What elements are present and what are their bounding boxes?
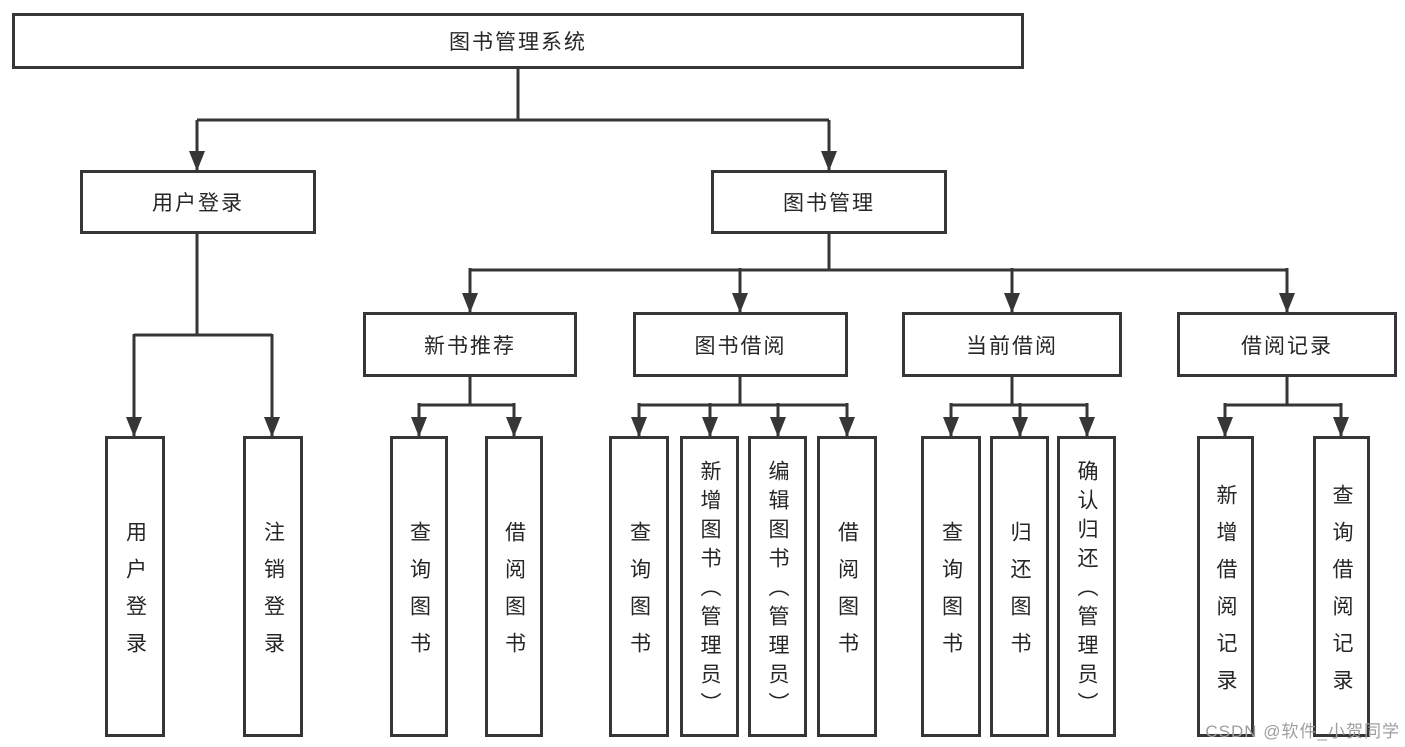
node-leaf-query-borrow-record: 查询借阅记录 <box>1313 436 1370 737</box>
node-leaf-query-books-recommend: 查询图书 <box>390 436 448 737</box>
node-leaf-borrow-books: 借阅图书 <box>817 436 877 737</box>
node-current-borrowing: 当前借阅 <box>902 312 1122 377</box>
node-label: 查询图书 <box>939 520 963 669</box>
node-label: 借阅记录 <box>1241 334 1333 358</box>
node-label: 查询图书 <box>627 520 651 669</box>
node-label: 新书推荐 <box>424 334 516 358</box>
node-label: 用户登录 <box>152 192 244 215</box>
node-label: 编辑图书（管理员） <box>766 460 789 721</box>
node-label: 借阅图书 <box>502 520 526 669</box>
node-book-management: 图书管理 <box>711 170 947 234</box>
node-library-management-system: 图书管理系统 <box>12 13 1024 69</box>
node-label: 注销登录 <box>261 520 285 669</box>
node-leaf-query-books-current: 查询图书 <box>921 436 981 737</box>
node-label: 当前借阅 <box>966 334 1058 358</box>
node-label: 图书管理 <box>783 192 875 215</box>
node-label: 图书借阅 <box>694 334 787 358</box>
node-label: 查询借阅记录 <box>1330 483 1353 706</box>
node-leaf-query-books-borrowing: 查询图书 <box>609 436 669 737</box>
node-label: 用户登录 <box>123 520 147 669</box>
node-label: 归还图书 <box>1008 520 1031 669</box>
node-label: 新增借阅记录 <box>1214 483 1237 706</box>
node-borrowing-records: 借阅记录 <box>1177 312 1397 377</box>
node-label: 借阅图书 <box>835 520 859 669</box>
node-leaf-confirm-return-admin: 确认归还（管理员） <box>1057 436 1116 737</box>
node-leaf-return-books: 归还图书 <box>990 436 1049 737</box>
node-book-borrowing: 图书借阅 <box>633 312 848 377</box>
node-leaf-add-books-admin: 新增图书（管理员） <box>680 436 739 737</box>
node-label: 确认归还（管理员） <box>1075 460 1098 721</box>
node-leaf-logout: 注销登录 <box>243 436 303 737</box>
node-user-login: 用户登录 <box>80 170 316 234</box>
node-label: 新增图书（管理员） <box>698 460 721 721</box>
node-leaf-user-login: 用户登录 <box>105 436 165 737</box>
node-leaf-add-borrow-record: 新增借阅记录 <box>1197 436 1254 737</box>
node-label: 查询图书 <box>407 520 431 669</box>
node-leaf-edit-books-admin: 编辑图书（管理员） <box>748 436 807 737</box>
node-leaf-borrow-books-recommend: 借阅图书 <box>485 436 543 737</box>
csdn-watermark: CSDN @软件_小贺同学 <box>1205 722 1400 741</box>
node-label: 图书管理系统 <box>449 31 587 54</box>
node-new-book-recommendation: 新书推荐 <box>363 312 577 377</box>
